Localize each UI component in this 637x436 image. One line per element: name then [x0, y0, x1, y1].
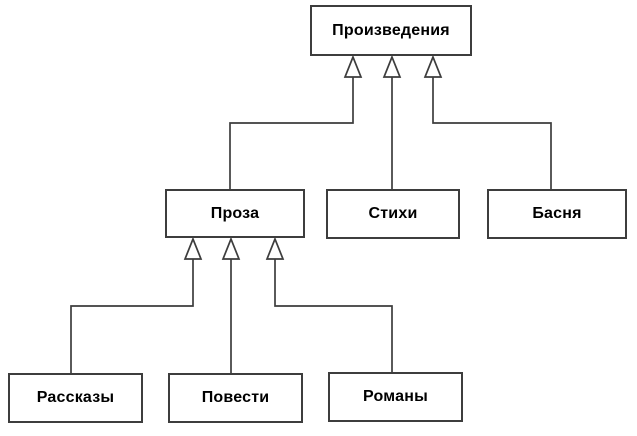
generalization-arrowhead-icon: [343, 54, 363, 78]
node-romany: Романы: [328, 372, 463, 422]
node-basnya: Басня: [487, 189, 627, 239]
generalization-arrowhead-icon: [183, 236, 203, 260]
node-proza: Проза: [165, 189, 305, 238]
node-romany-label: Романы: [363, 388, 428, 405]
node-basnya-label: Басня: [532, 205, 582, 222]
node-rasskazy-label: Рассказы: [36, 389, 115, 406]
generalization-arrowhead-icon: [382, 54, 402, 78]
node-works-label: Произведения: [332, 21, 450, 39]
node-works: Произведения: [310, 5, 472, 56]
node-proza-label: Проза: [210, 204, 260, 222]
generalization-arrowhead-icon: [221, 236, 241, 260]
edge-basnya-to-works: [432, 77, 552, 189]
edge-rasskazy-to-proza: [70, 259, 194, 373]
generalization-arrowhead-icon: [423, 54, 443, 78]
node-rasskazy: Рассказы: [8, 373, 143, 423]
node-stihi: Стихи: [326, 189, 460, 239]
node-povesti: Повести: [168, 373, 303, 423]
node-povesti-label: Повести: [201, 389, 270, 406]
edge-proza-to-works: [229, 77, 354, 189]
generalization-arrowhead-icon: [265, 236, 285, 260]
node-stihi-label: Стихи: [368, 205, 418, 222]
edge-romany-to-proza: [274, 259, 393, 372]
